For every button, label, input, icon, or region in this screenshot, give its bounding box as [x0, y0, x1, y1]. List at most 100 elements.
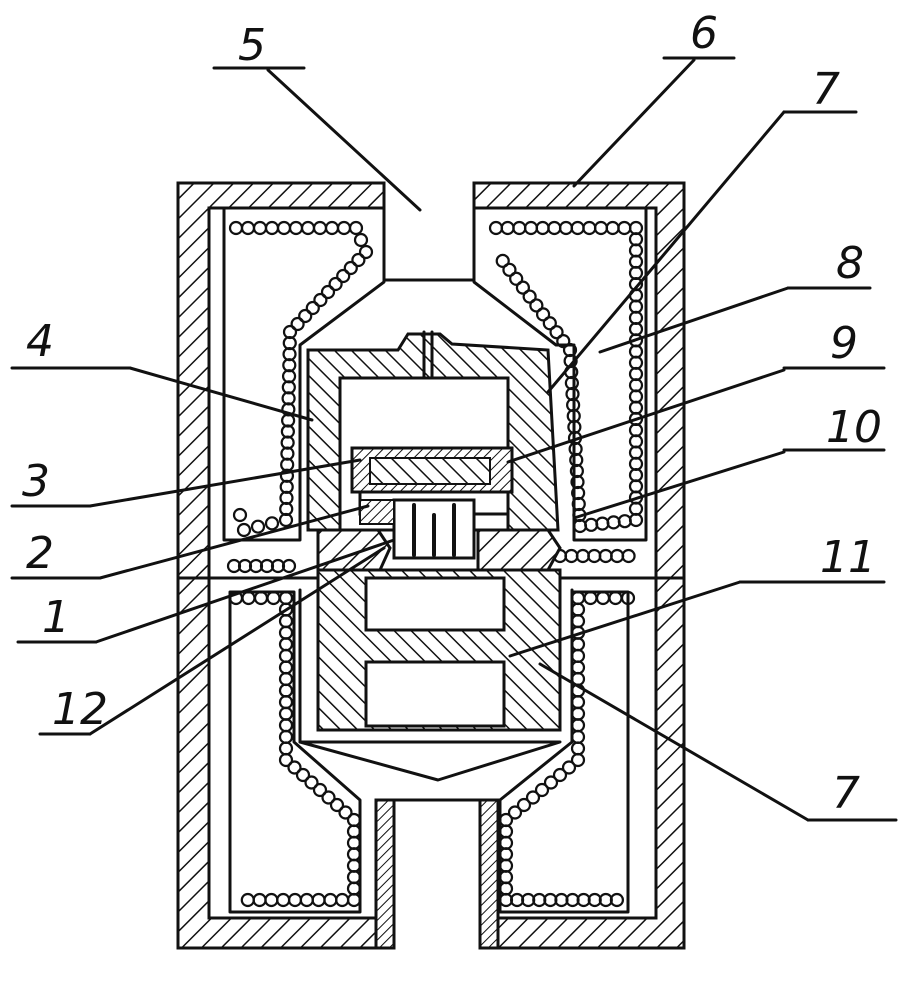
coil-turn: [570, 752, 586, 768]
coil-turn: [621, 548, 636, 564]
coil-turn: [290, 316, 305, 332]
coil-turn: [502, 262, 517, 277]
coil-turn: [595, 516, 610, 531]
coil-turn: [547, 220, 562, 236]
label-4: 4: [26, 316, 54, 367]
coil-turn: [278, 718, 294, 733]
coil-turn: [498, 812, 514, 828]
coil-turn: [288, 220, 304, 236]
coil-turn: [595, 590, 611, 606]
coil-turn: [535, 220, 550, 236]
coil-turn: [498, 870, 514, 885]
coil-turn: [498, 847, 514, 862]
coil-turn: [343, 260, 358, 276]
coil-turn: [335, 892, 350, 908]
coil-turn: [584, 517, 599, 532]
coil-turn: [570, 602, 586, 617]
coil-turn: [300, 220, 316, 236]
coil-turn: [312, 220, 328, 236]
coil-turn: [556, 333, 571, 349]
coil-turn: [252, 892, 267, 908]
coil-turn: [346, 858, 362, 873]
leader-lines: [10, 56, 898, 822]
label-9: 9: [830, 318, 858, 369]
coil-turn: [543, 775, 559, 790]
coil-turn: [348, 220, 364, 236]
coil-turn: [228, 220, 244, 236]
coil-turn: [570, 590, 586, 606]
coil-turn: [241, 590, 256, 606]
coil-turn: [587, 548, 602, 564]
coil-turn: [570, 637, 586, 652]
coil-turn: [582, 220, 597, 236]
coil-turn: [570, 220, 585, 236]
coil-turn: [278, 614, 294, 629]
coil-turn: [605, 220, 620, 236]
coil-turn: [593, 220, 609, 236]
coil-turn: [598, 548, 613, 564]
coil-turn: [264, 516, 280, 531]
coil-turn: [609, 892, 625, 908]
coil-turn: [523, 220, 539, 236]
coil-turn: [525, 790, 541, 805]
coil-turn: [336, 268, 351, 284]
coil-turn: [549, 325, 564, 340]
coil-turn: [278, 683, 294, 698]
coil-turn: [278, 706, 294, 721]
coil-turn: [498, 835, 514, 850]
coil-turn: [570, 729, 586, 744]
coil-turn: [558, 220, 574, 236]
coil-turn: [287, 892, 303, 908]
coil-turn: [324, 220, 340, 236]
label-7-top: 7: [812, 64, 840, 115]
label-6: 6: [690, 8, 718, 59]
coil-turn: [570, 706, 586, 721]
coil-turn: [610, 548, 625, 564]
label-12: 12: [52, 684, 108, 735]
coil-turn: [570, 648, 586, 663]
coil-turn: [320, 284, 336, 300]
coil-turn: [287, 760, 302, 775]
coil-turn: [562, 342, 578, 358]
coil-turn: [351, 252, 366, 268]
coil-turn: [323, 892, 338, 908]
label-8: 8: [836, 238, 864, 289]
coil-turn: [236, 522, 252, 538]
coil-turn: [311, 892, 326, 908]
coil-turn: [606, 515, 621, 530]
coil-turn: [253, 590, 269, 606]
coil-turn: [264, 220, 280, 236]
label-7-bottom: 7: [832, 768, 860, 819]
coil-turn: [305, 300, 320, 316]
coil-turn: [358, 244, 374, 260]
coil-turn: [512, 220, 527, 236]
coil-turn: [346, 835, 362, 850]
coil-turn: [278, 695, 294, 710]
coil-turn: [312, 782, 328, 798]
coil-turn: [515, 280, 531, 295]
coil-turn: [488, 220, 504, 236]
coil-turn: [507, 805, 523, 820]
coil-turn: [338, 805, 353, 820]
coil-turn: [498, 858, 514, 873]
coil-turn: [329, 797, 345, 813]
coil-turn: [321, 790, 336, 805]
lower-crucible: [298, 568, 574, 782]
coil-turn: [346, 847, 362, 862]
coil-turn: [346, 824, 362, 839]
coil-turn: [278, 741, 294, 756]
coil-turn: [534, 782, 550, 798]
coil-turn: [561, 760, 577, 775]
coil-turn: [522, 289, 537, 304]
coil-turn: [328, 276, 343, 292]
coil-turn: [278, 637, 294, 652]
coil-turn: [570, 741, 586, 756]
label-5: 5: [238, 20, 266, 71]
coil-turn: [232, 507, 248, 523]
coil-turn: [295, 767, 311, 783]
coil-turn: [570, 718, 586, 733]
callout-labels: 5 6 7 8 4 9 10 3 2 1 11 12 7: [22, 8, 882, 819]
coil-turn: [278, 590, 294, 606]
label-2: 2: [26, 528, 54, 579]
coil-turn: [281, 558, 297, 574]
